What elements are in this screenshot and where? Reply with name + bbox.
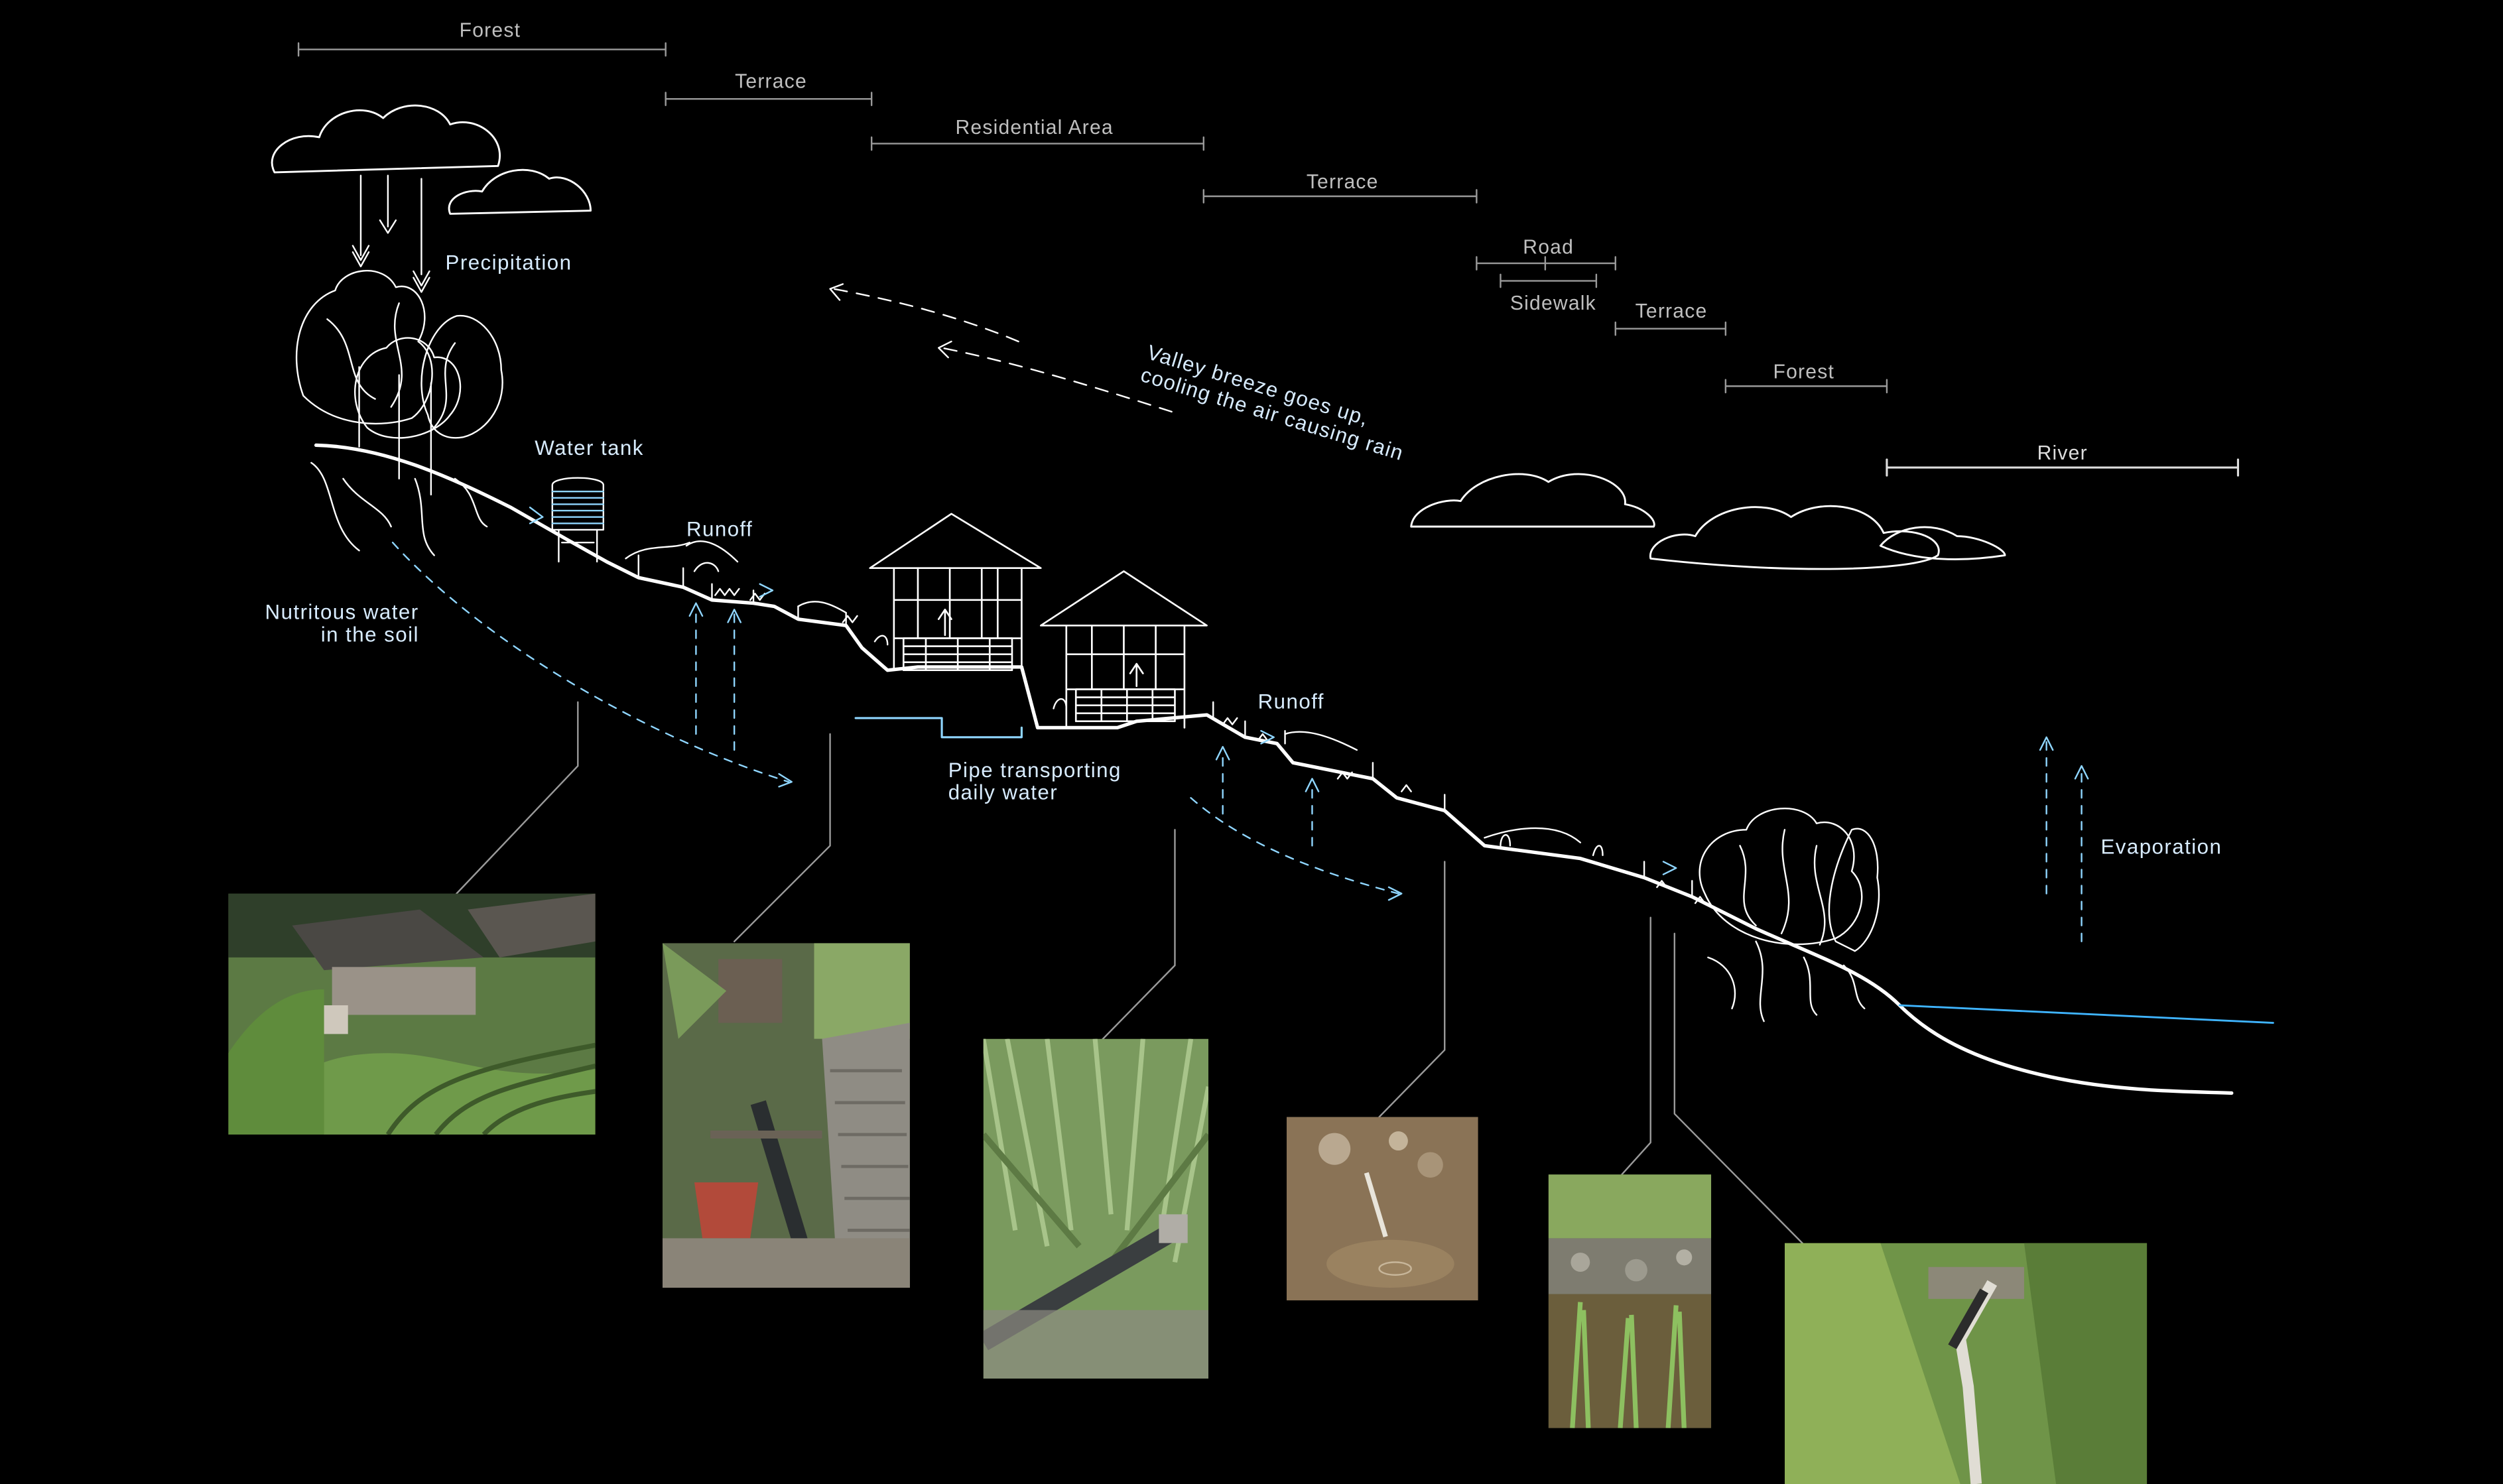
stilt-house-2 [1041,572,1206,728]
annotation-nutritious-line-1: Nutritous water [265,601,419,624]
forest-upper-trees [296,271,503,555]
annotation-evaporation: Evaporation [2100,836,2222,859]
annotation-nutritious-line-2: in the soil [321,624,419,647]
zone-label-river: River [2037,442,2088,465]
photo-village-terrace-houses [228,894,596,1135]
photo-pipe-through-grass [984,1039,1208,1379]
zone-label-road: Road [1523,236,1574,259]
annotation-pipe-line-1: Pipe transporting [948,759,1122,782]
water-pipe [856,718,1021,737]
valley-breeze-arrows [833,289,1171,412]
annotation-water-tank: Water tank [535,437,644,460]
zone-label-sidewalk: Sidewalk [1510,292,1596,314]
annotation-runoff-1: Runoff [686,519,753,541]
zone-label-terrace-3: Terrace [1636,300,1708,322]
annotation-pipe-line-2: daily water [948,782,1058,804]
zone-label-forest-bottom: Forest [1773,361,1835,383]
zone-label-forest-top: Forest [460,19,521,42]
water-flow-dashes [393,542,2081,942]
terrace-steps [626,541,1705,903]
photo-rice-paddy-terrace [1549,1174,1712,1428]
cloud-right [1411,474,2005,569]
stilt-house-1 [870,514,1041,670]
annotation-runoff-2: Runoff [1258,691,1324,713]
photo-terrace-drainage-channel [1785,1243,2147,1484]
river-surface [1899,1005,2273,1022]
cloud-top-left [272,105,590,214]
photo-water-outlet-in-soil [1287,1117,1478,1301]
water-tank [552,478,604,562]
zone-label-terrace-1: Terrace [735,70,807,93]
zone-label-residential: Residential Area [955,117,1113,139]
annotation-precipitation: Precipitation [446,252,572,275]
rain-arrows [353,176,430,292]
zone-label-terrace-2: Terrace [1307,170,1379,193]
terrain-profile [316,445,2232,1093]
photo-pipe-by-stone-stairs [663,943,910,1288]
